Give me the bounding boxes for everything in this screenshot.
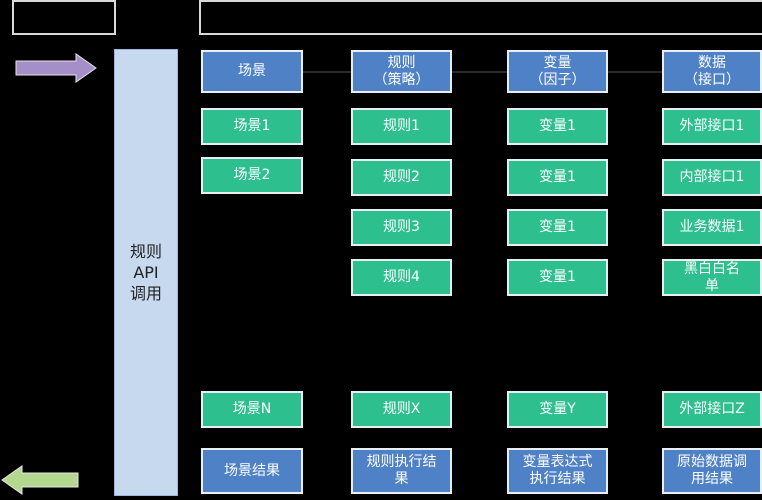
variable-item-1[interactable]: 变量1	[507, 108, 608, 145]
rule-item-4[interactable]: 规则4	[351, 259, 452, 296]
data-item-blacklist[interactable]: 黑白白名 单	[662, 259, 762, 296]
rule-result[interactable]: 规则执行结 果	[351, 448, 452, 494]
rule-api-panel: 规则 API 调用	[114, 49, 178, 496]
variable-item-y[interactable]: 变量Y	[507, 391, 608, 428]
rule-item-3[interactable]: 规则3	[351, 209, 452, 246]
data-item-internal-1[interactable]: 内部接口1	[662, 159, 762, 196]
scene-item-2[interactable]: 场景2	[201, 157, 303, 194]
data-header[interactable]: 数据 （接口）	[662, 50, 762, 93]
rule-api-label: 规则 API 调用	[129, 242, 162, 303]
scene-result[interactable]: 场景结果	[201, 448, 303, 494]
rule-item-2[interactable]: 规则2	[351, 159, 452, 196]
top-right-frame	[199, 0, 762, 35]
data-item-external-z[interactable]: 外部接口Z	[662, 391, 762, 428]
scene-header[interactable]: 场景	[201, 50, 303, 93]
rule-item-x[interactable]: 规则X	[351, 391, 452, 428]
rule-header[interactable]: 规则 （策略）	[351, 50, 452, 93]
data-item-business-1[interactable]: 业务数据1	[662, 209, 762, 246]
variable-item-4[interactable]: 变量1	[507, 259, 608, 296]
rule-item-1[interactable]: 规则1	[351, 108, 452, 145]
variable-item-2[interactable]: 变量1	[507, 159, 608, 196]
variable-result[interactable]: 变量表达式 执行结果	[507, 448, 608, 494]
variable-header[interactable]: 变量 （因子）	[507, 50, 608, 93]
scene-item-1[interactable]: 场景1	[201, 108, 303, 145]
variable-item-3[interactable]: 变量1	[507, 209, 608, 246]
data-result[interactable]: 原始数据调 用结果	[662, 448, 762, 494]
scene-item-n[interactable]: 场景N	[201, 391, 303, 428]
top-left-frame	[12, 0, 116, 35]
data-item-external-1[interactable]: 外部接口1	[662, 108, 762, 145]
output-arrow	[1, 465, 79, 495]
input-arrow	[15, 53, 97, 83]
